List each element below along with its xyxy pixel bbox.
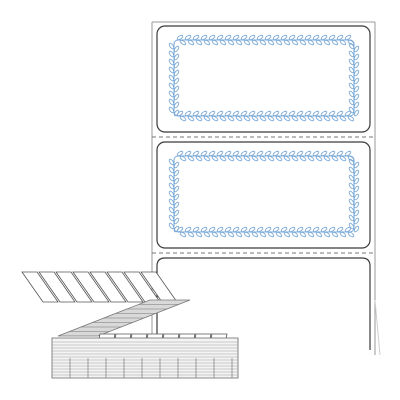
laurel-border-icon — [168, 34, 360, 122]
label-card-2 — [156, 141, 371, 249]
label-card-3 — [156, 257, 371, 350]
stack-label — [21, 271, 59, 303]
stack-label — [89, 271, 127, 303]
laurel-border-icon — [168, 150, 360, 238]
label-card-1 — [156, 25, 371, 133]
stack-label — [106, 271, 144, 303]
stack-label — [72, 271, 110, 303]
fanfold-stack-icon — [21, 271, 239, 379]
stack-label — [55, 271, 93, 303]
stack-label — [38, 271, 76, 303]
